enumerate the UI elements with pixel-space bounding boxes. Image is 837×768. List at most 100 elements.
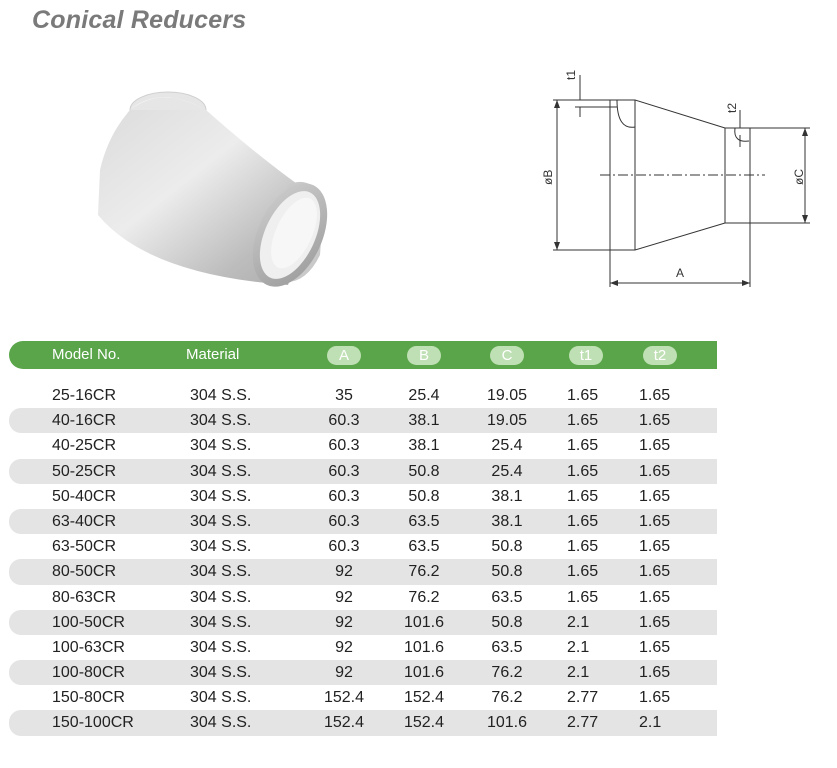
page-title: Conical Reducers	[32, 6, 247, 34]
cell-material: 304 S.S.	[190, 664, 252, 682]
cell-a: 60.3	[328, 412, 360, 430]
cell-c: 38.1	[491, 487, 523, 505]
cell-model: 40-16CR	[52, 412, 117, 430]
cell-b: 76.2	[408, 563, 440, 581]
cell-t1: 1.65	[567, 512, 599, 530]
cell-t2: 1.65	[639, 588, 671, 606]
cell-c: 76.2	[491, 689, 523, 707]
cell-material: 304 S.S.	[190, 462, 252, 480]
cell-t2: 1.65	[639, 664, 671, 682]
cell-t1: 1.65	[567, 437, 599, 455]
cell-model: 100-50CR	[52, 613, 125, 631]
cell-model: 150-80CR	[52, 689, 125, 707]
header-c: C	[490, 346, 524, 365]
dim-label-a: A	[676, 266, 684, 280]
cell-c: 19.05	[486, 412, 528, 430]
cell-c: 50.8	[491, 613, 523, 631]
cell-a: 60.3	[328, 512, 360, 530]
cell-t1: 1.65	[567, 387, 599, 404]
cell-material: 304 S.S.	[190, 714, 252, 732]
cell-a: 60.3	[328, 437, 360, 455]
cell-t2: 1.65	[639, 462, 671, 480]
cell-model: 50-25CR	[52, 462, 117, 480]
cell-model: 40-25CR	[52, 437, 117, 455]
cell-t2: 2.1	[639, 714, 662, 732]
cell-t1: 2.1	[567, 664, 590, 682]
table-row: 40-16CR 304 S.S. 60.3 38.1 19.05 1.65 1.65	[9, 408, 717, 434]
cell-t2: 1.65	[639, 613, 671, 631]
cell-c: 63.5	[491, 588, 523, 606]
cell-a: 152.4	[323, 714, 365, 732]
header-t1: t1	[569, 346, 603, 365]
cell-a: 60.3	[328, 462, 360, 480]
cell-material: 304 S.S.	[190, 563, 252, 581]
cell-model: 150-100CR	[52, 714, 134, 732]
cell-material: 304 S.S.	[190, 638, 252, 656]
cell-t2: 1.65	[639, 512, 671, 530]
cell-t2: 1.65	[639, 437, 671, 455]
cell-a: 60.3	[328, 487, 360, 505]
cell-b: 152.4	[403, 714, 445, 732]
cell-material: 304 S.S.	[190, 613, 252, 631]
cell-material: 304 S.S.	[190, 487, 252, 505]
cell-t1: 1.65	[567, 538, 599, 556]
table-row: 63-40CR 304 S.S. 60.3 63.5 38.1 1.65 1.65	[9, 508, 717, 535]
cell-t1: 2.77	[567, 689, 599, 707]
cell-a: 152.4	[323, 689, 365, 707]
cell-material: 304 S.S.	[190, 512, 252, 530]
cell-c: 50.8	[491, 563, 523, 581]
cell-model: 63-50CR	[52, 538, 117, 556]
cell-material: 304 S.S.	[190, 538, 252, 556]
dim-label-c: øC	[792, 169, 806, 185]
cell-material: 304 S.S.	[190, 437, 252, 455]
cell-b: 63.5	[408, 538, 440, 556]
cell-c: 19.05	[486, 387, 528, 404]
cell-t1: 1.65	[567, 588, 599, 606]
cell-c: 101.6	[486, 714, 528, 732]
cell-t1: 1.65	[567, 412, 599, 430]
cell-t2: 1.65	[639, 689, 671, 707]
cell-b: 38.1	[408, 412, 440, 430]
cell-t2: 1.65	[639, 412, 671, 430]
cell-b: 50.8	[408, 462, 440, 480]
cell-c: 76.2	[491, 664, 523, 682]
cell-b: 25.4	[408, 387, 440, 404]
header-t2: t2	[643, 346, 677, 365]
cell-t1: 1.65	[567, 487, 599, 505]
cell-c: 38.1	[491, 512, 523, 530]
cell-t1: 2.1	[567, 638, 590, 656]
cell-b: 50.8	[408, 487, 440, 505]
cell-material: 304 S.S.	[190, 387, 252, 404]
dim-label-t2: t2	[725, 103, 739, 113]
table-header: Model No. Material A B C t1 t2	[9, 341, 717, 369]
cell-t2: 1.65	[639, 638, 671, 656]
cell-material: 304 S.S.	[190, 588, 252, 606]
cell-model: 63-40CR	[52, 512, 117, 530]
cell-c: 50.8	[491, 538, 523, 556]
cell-b: 63.5	[408, 512, 440, 530]
cell-t2: 1.65	[639, 387, 671, 404]
cell-a: 92	[335, 613, 353, 631]
cell-b: 101.6	[403, 664, 445, 682]
cell-model: 25-16CR	[52, 387, 117, 404]
cell-a: 92	[335, 563, 353, 581]
cell-a: 92	[335, 588, 353, 606]
cell-t2: 1.65	[639, 487, 671, 505]
cell-t1: 1.65	[567, 563, 599, 581]
cell-a: 60.3	[328, 538, 360, 556]
cell-b: 152.4	[403, 689, 445, 707]
dim-label-b: øB	[541, 170, 555, 185]
cell-b: 101.6	[403, 638, 445, 656]
header-b: B	[407, 346, 441, 365]
cell-material: 304 S.S.	[190, 412, 252, 430]
cell-c: 25.4	[491, 462, 523, 480]
